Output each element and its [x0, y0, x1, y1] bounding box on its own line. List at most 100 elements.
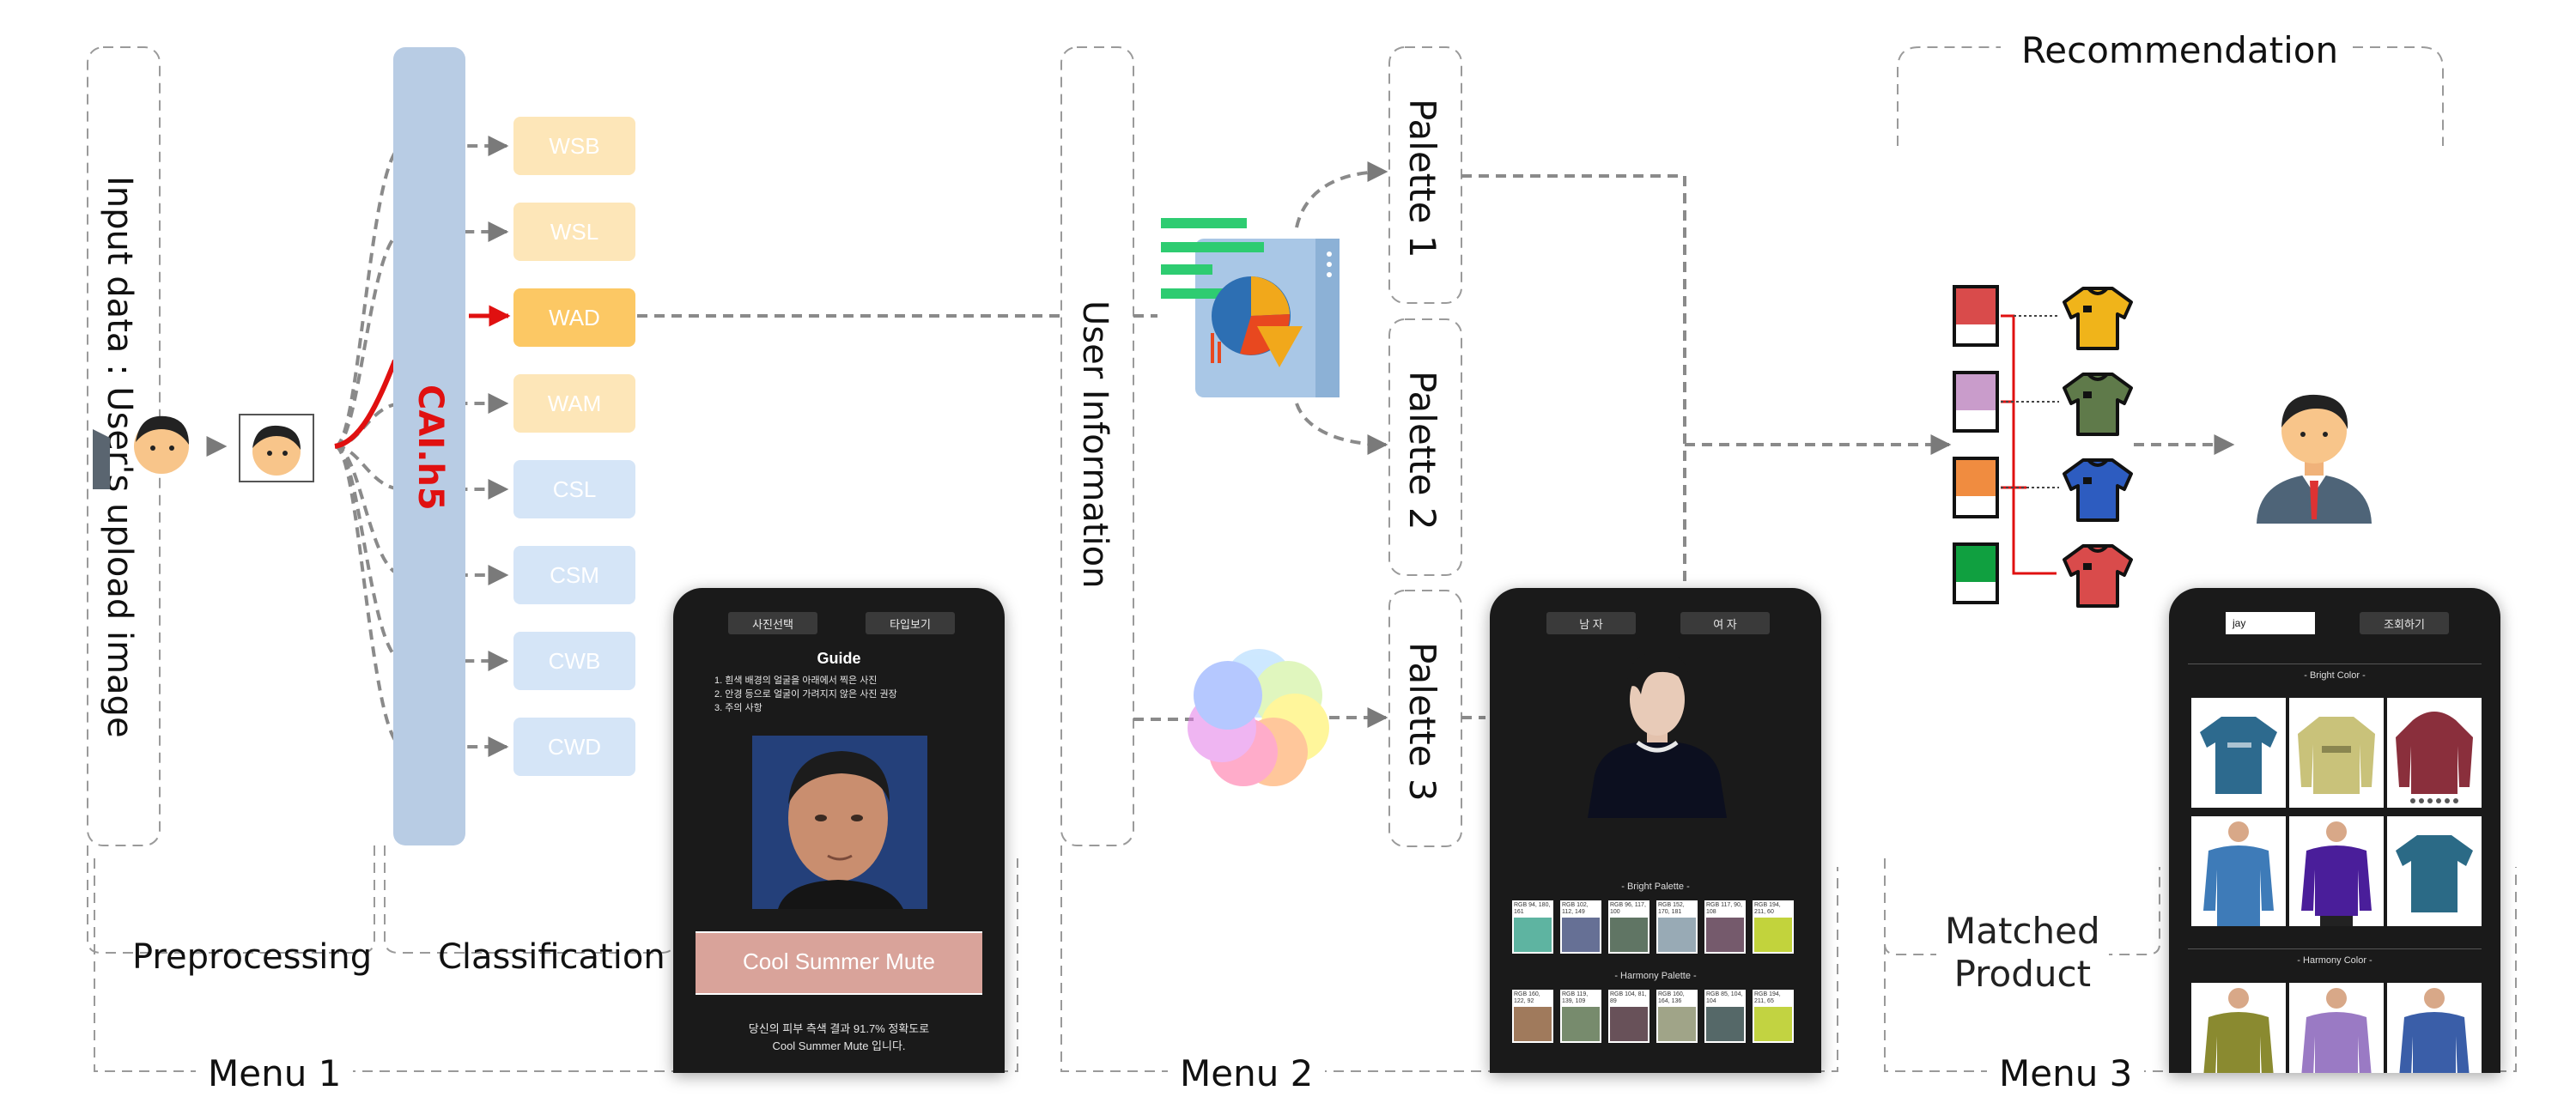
- class-box-wam: WAM: [513, 374, 635, 433]
- palette2-label: Palette 2: [1401, 371, 1443, 530]
- harmony-swatch-label: RGB 160, 164, 136: [1658, 991, 1685, 1004]
- recommended-user-icon: [2250, 378, 2379, 524]
- class-box-cwd: CWD: [513, 718, 635, 776]
- search-button[interactable]: 조회하기: [2360, 612, 2449, 634]
- palette1-label: Palette 1: [1401, 99, 1443, 258]
- bright-swatch-color: [1610, 918, 1648, 952]
- harmony-swatch: RGB 194, 211, 65: [1753, 990, 1794, 1043]
- result-text: 당신의 피부 측색 결과 91.7% 정확도로 Cool Summer Mute…: [673, 1021, 1005, 1055]
- harmony-swatch: RGB 85, 104, 104: [1704, 990, 1746, 1043]
- search-input[interactable]: jay: [2226, 612, 2315, 634]
- class-box-wad: WAD: [513, 288, 635, 347]
- bright-swatch-label: RGB 152, 170, 181: [1658, 902, 1685, 915]
- guide-lines: 1. 흰색 배경의 얼굴을 아래에서 찍은 사진 2. 안경 등으로 얼굴이 가…: [714, 674, 897, 715]
- class-box-csl: CSL: [513, 460, 635, 518]
- menu3-label: Menu 3: [1987, 1052, 2145, 1094]
- phone-menu1: 사진선택 타입보기 Guide 1. 흰색 배경의 얼굴을 아래에서 찍은 사진…: [673, 588, 1005, 1073]
- user-info-frame: [1060, 46, 1134, 846]
- product-card[interactable]: [2289, 983, 2384, 1073]
- matched-product-label: Matched Product: [1936, 910, 2109, 996]
- harmony-swatch-label: RGB 104, 81, 89: [1610, 991, 1647, 1004]
- bright-swatch: RGB 152, 170, 181: [1656, 900, 1698, 954]
- harmony-palette-title: - Harmony Palette -: [1614, 971, 1697, 981]
- bright-swatch-color: [1658, 918, 1696, 952]
- bright-swatch: RGB 117, 90, 108: [1704, 900, 1746, 954]
- product-card[interactable]: [2289, 816, 2384, 926]
- shirt-icon: [2059, 369, 2136, 438]
- harmony-swatch-color: [1610, 1007, 1648, 1041]
- class-box-cwb: CWB: [513, 632, 635, 690]
- model-illustration: [1584, 646, 1730, 818]
- classification-frame: [384, 845, 676, 954]
- product-card[interactable]: [2289, 698, 2384, 808]
- bright-swatch-color: [1706, 918, 1744, 952]
- menu2-label: Menu 2: [1168, 1052, 1326, 1094]
- product-card[interactable]: [2387, 698, 2482, 808]
- harmony-swatch-color: [1562, 1007, 1600, 1041]
- analytics-chart-icon: [1161, 213, 1341, 402]
- product-card[interactable]: [2387, 816, 2482, 926]
- color-chip: [1953, 371, 1999, 433]
- product-card[interactable]: [2191, 983, 2286, 1073]
- recommendation-label: Recommendation: [2009, 29, 2351, 71]
- harmony-swatch-label: RGB 85, 104, 104: [1706, 991, 1743, 1004]
- harmony-swatch: RGB 104, 81, 89: [1608, 990, 1649, 1043]
- phone-menu3: jay 조회하기 - Bright Color - - Harmony Colo…: [2169, 588, 2500, 1073]
- harmony-swatch-label: RGB 160, 122, 92: [1514, 991, 1540, 1004]
- male-button[interactable]: 남 자: [1546, 612, 1636, 634]
- class-box-wsl: WSL: [513, 203, 635, 261]
- preprocessing-frame: [87, 845, 375, 954]
- harmony-swatch-label: RGB 194, 211, 65: [1754, 991, 1781, 1004]
- select-photo-button[interactable]: 사진선택: [728, 612, 817, 634]
- guide-line-3: 3. 주의 사항: [714, 703, 762, 713]
- divider-2: [2188, 948, 2482, 949]
- cropped-face-icon: [239, 414, 314, 482]
- class-box-wsb: WSB: [513, 117, 635, 175]
- female-button[interactable]: 여 자: [1680, 612, 1770, 634]
- harmony-color-title: - Harmony Color -: [2297, 955, 2372, 966]
- result-banner: Cool Summer Mute: [696, 931, 982, 995]
- bright-swatch-label: RGB 102, 112, 149: [1562, 902, 1589, 915]
- user-information-label: User Information: [1075, 300, 1115, 589]
- user-photo: [752, 736, 927, 909]
- result-text-line-1: 당신의 피부 측색 결과 91.7% 정확도로: [748, 1022, 930, 1035]
- cai-model-bar: [393, 47, 465, 845]
- harmony-swatch-color: [1658, 1007, 1696, 1041]
- result-text-line-2: Cool Summer Mute 입니다.: [772, 1039, 906, 1052]
- harmony-swatch-label: RGB 119, 139, 109: [1562, 991, 1589, 1004]
- menu3-frame: [1884, 858, 2517, 1072]
- palette2-frame: [1388, 318, 1462, 576]
- guide-title: Guide: [817, 650, 861, 667]
- guide-line-2: 2. 안경 등으로 얼굴이 가려지지 않은 사진 권장: [714, 689, 897, 700]
- shirt-icon: [2059, 541, 2136, 609]
- menu2-frame: [1060, 845, 1838, 1072]
- harmony-swatch-color: [1754, 1007, 1792, 1041]
- menu1-label: Menu 1: [196, 1052, 354, 1094]
- cai-model-label: CAI.h5: [410, 385, 450, 511]
- harmony-swatch: RGB 160, 164, 136: [1656, 990, 1698, 1043]
- bright-swatch-label: RGB 117, 90, 108: [1706, 902, 1742, 915]
- product-card[interactable]: [2191, 816, 2286, 926]
- shirt-icon: [2059, 455, 2136, 524]
- view-type-button[interactable]: 타입보기: [866, 612, 955, 634]
- bright-swatch-label: RGB 94, 180, 161: [1514, 902, 1551, 915]
- bright-color-title: - Bright Color -: [2304, 670, 2366, 681]
- palette3-label: Palette 3: [1401, 642, 1443, 802]
- product-card[interactable]: [2387, 983, 2482, 1073]
- phone-menu2: 남 자 여 자 - Bright Palette - RGB 94, 180, …: [1490, 588, 1821, 1073]
- harmony-swatch: RGB 119, 139, 109: [1560, 990, 1601, 1043]
- bright-swatch-label: RGB 96, 117, 100: [1610, 902, 1646, 915]
- color-chip: [1953, 285, 1999, 347]
- color-wheel-icon: [1183, 642, 1334, 792]
- classification-label: Classification: [438, 937, 665, 977]
- harmony-swatch: RGB 160, 122, 92: [1512, 990, 1553, 1043]
- harmony-swatch-color: [1514, 1007, 1552, 1041]
- menu1-frame: [94, 858, 1018, 1072]
- guide-line-1: 1. 흰색 배경의 얼굴을 아래에서 찍은 사진: [714, 676, 878, 686]
- preprocessing-label: Preprocessing: [132, 937, 373, 977]
- recommendation-frame: [1897, 46, 2444, 146]
- product-card[interactable]: [2191, 698, 2286, 808]
- bright-swatch-color: [1514, 918, 1552, 952]
- bright-swatch-color: [1562, 918, 1600, 952]
- bright-swatch: RGB 102, 112, 149: [1560, 900, 1601, 954]
